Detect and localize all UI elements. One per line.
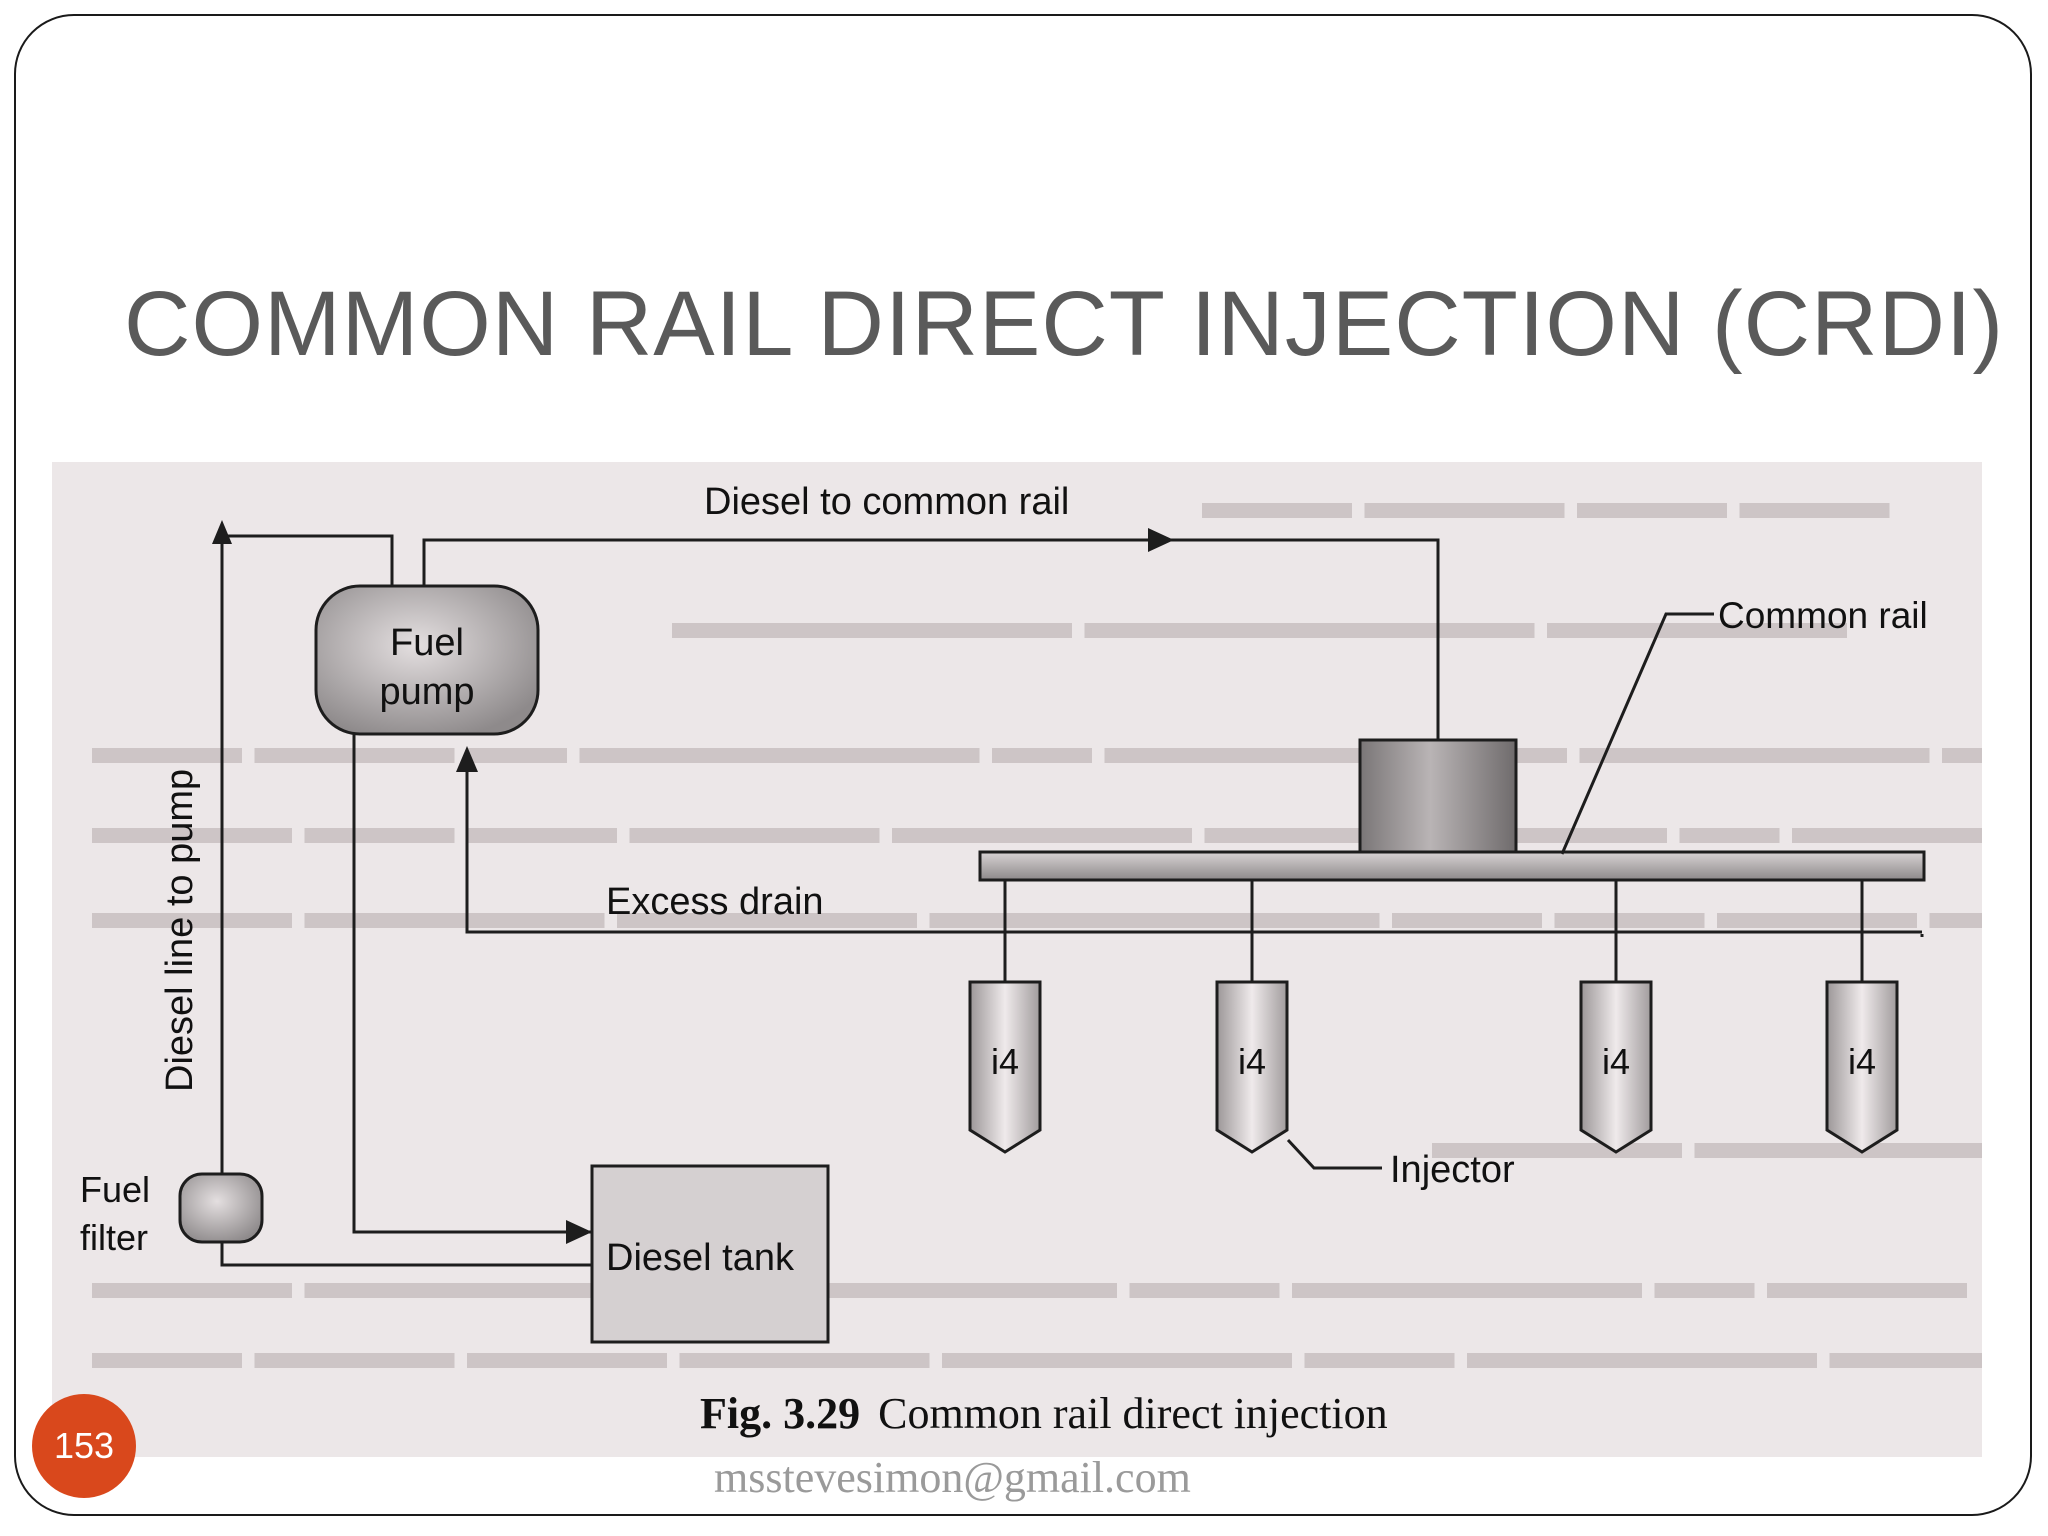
label-diesel-to-rail: Diesel to common rail <box>704 481 1069 523</box>
injector-leader <box>1286 1138 1382 1170</box>
label-fuel-filter-line2: filter <box>80 1217 148 1258</box>
filter-tank-line <box>220 1242 592 1267</box>
diesel-line-arrow <box>212 520 232 544</box>
injector-4 <box>1825 980 1899 1154</box>
common-rail-bar <box>978 850 1926 882</box>
injector-2 <box>1215 980 1289 1154</box>
injector-tag: i4 <box>991 1041 1019 1082</box>
tank-inlet-arrow <box>566 1220 592 1244</box>
injector-tag: i4 <box>1238 1041 1266 1082</box>
pump-to-tank-line <box>352 734 592 1234</box>
injector-3 <box>1579 980 1653 1154</box>
common-rail-leader <box>1560 612 1714 855</box>
diesel-tank <box>590 1164 830 1344</box>
injector-tag: i4 <box>1848 1041 1876 1082</box>
label-injector: Injector <box>1390 1149 1515 1191</box>
excess-drain-arrow <box>456 746 478 772</box>
label-fuel-pump-line2: pump <box>379 671 474 713</box>
rail-pump-cylinder <box>1358 738 1518 854</box>
label-fuel-pump-line1: Fuel <box>390 622 464 664</box>
excess-drain-line <box>465 764 1924 937</box>
label-excess-drain: Excess drain <box>606 881 824 923</box>
diesel-to-rail-arrow <box>1148 528 1174 552</box>
fuel-filter <box>178 1172 264 1244</box>
injector-tag: i4 <box>1602 1041 1630 1082</box>
figure-caption: Fig. 3.29 Common rail direct injection <box>700 1389 1388 1438</box>
figure-scan: ▬▬▬ ▬▬▬ ▬▬▬▬ ▬▬▬ ▬▬▬▬▬▬ ▬▬▬▬▬▬▬▬▬ ▬▬▬▬▬▬… <box>52 462 1982 1457</box>
diesel-line-to-pump <box>220 534 394 1174</box>
slide-title: COMMON RAIL DIRECT INJECTION (CRDI) <box>124 273 2005 375</box>
footer-email: msstevesimon@gmail.com <box>714 1453 1191 1502</box>
injector-1 <box>968 980 1042 1154</box>
label-common-rail: Common rail <box>1718 595 1928 636</box>
figure-caption-text: Common rail direct injection <box>878 1389 1388 1438</box>
label-diesel-line-to-pump: Diesel line to pump <box>159 769 201 1092</box>
pump-to-rail-line <box>422 538 1440 742</box>
fuel-pump <box>314 584 540 736</box>
figure-caption-number: Fig. 3.29 <box>700 1389 860 1438</box>
label-fuel-filter-line1: Fuel <box>80 1169 150 1210</box>
label-diesel-tank: Diesel tank <box>606 1237 795 1279</box>
crdi-diagram: Diesel to common rail Common rail Fuel p… <box>80 481 1928 1438</box>
page-number-badge: 153 <box>32 1394 136 1498</box>
